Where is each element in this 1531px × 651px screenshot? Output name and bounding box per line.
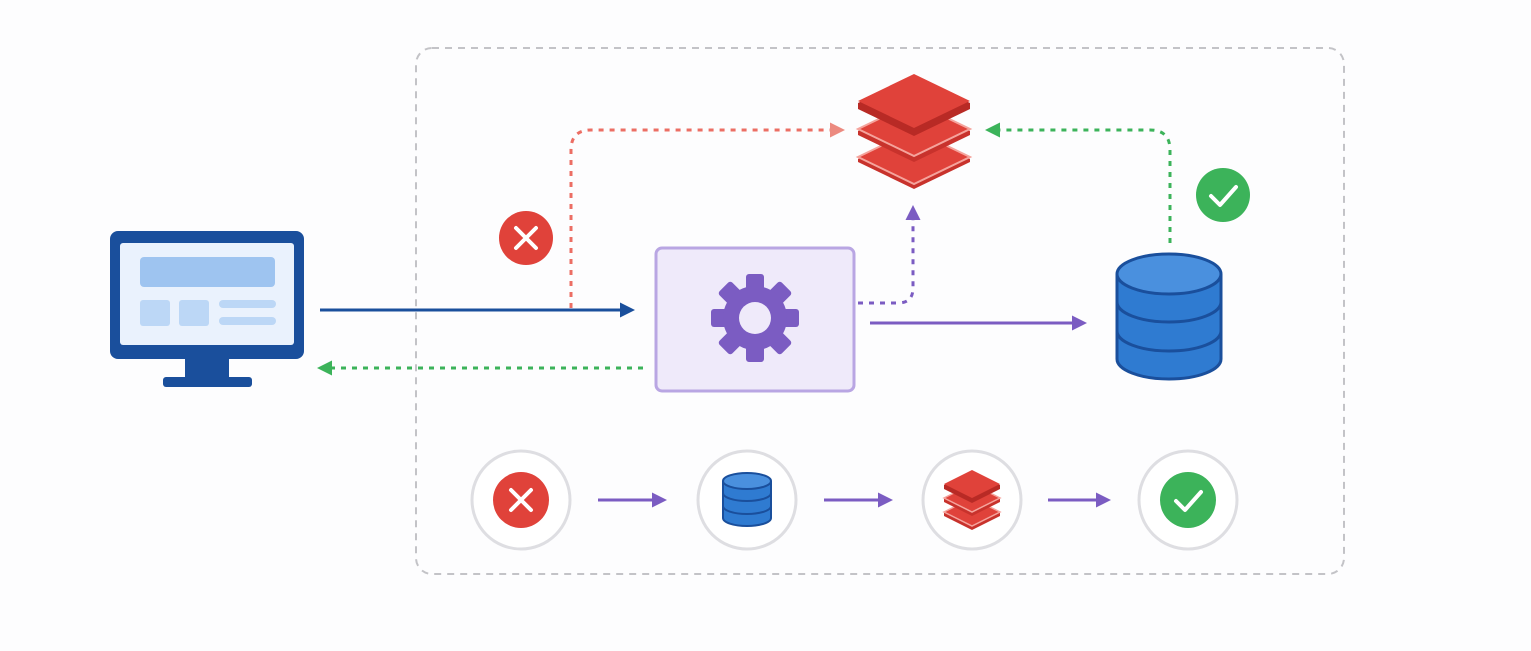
legend-sequence bbox=[470, 449, 1239, 551]
cache-write-arrow bbox=[858, 205, 921, 305]
cache-lookup-arrow bbox=[569, 122, 845, 308]
x-circle-icon bbox=[493, 472, 549, 528]
x-circle-icon bbox=[499, 211, 553, 265]
database-icon bbox=[1115, 252, 1223, 381]
cache-populate-arrow bbox=[985, 122, 1172, 243]
check-circle-icon bbox=[1160, 472, 1216, 528]
monitor-icon bbox=[110, 231, 304, 387]
gear-icon bbox=[711, 274, 799, 362]
system-boundary bbox=[415, 47, 1345, 575]
layers-stack-icon bbox=[942, 470, 1002, 530]
layers-stack-icon bbox=[855, 74, 973, 189]
database-icon bbox=[722, 472, 772, 527]
check-circle-icon bbox=[1196, 168, 1250, 222]
